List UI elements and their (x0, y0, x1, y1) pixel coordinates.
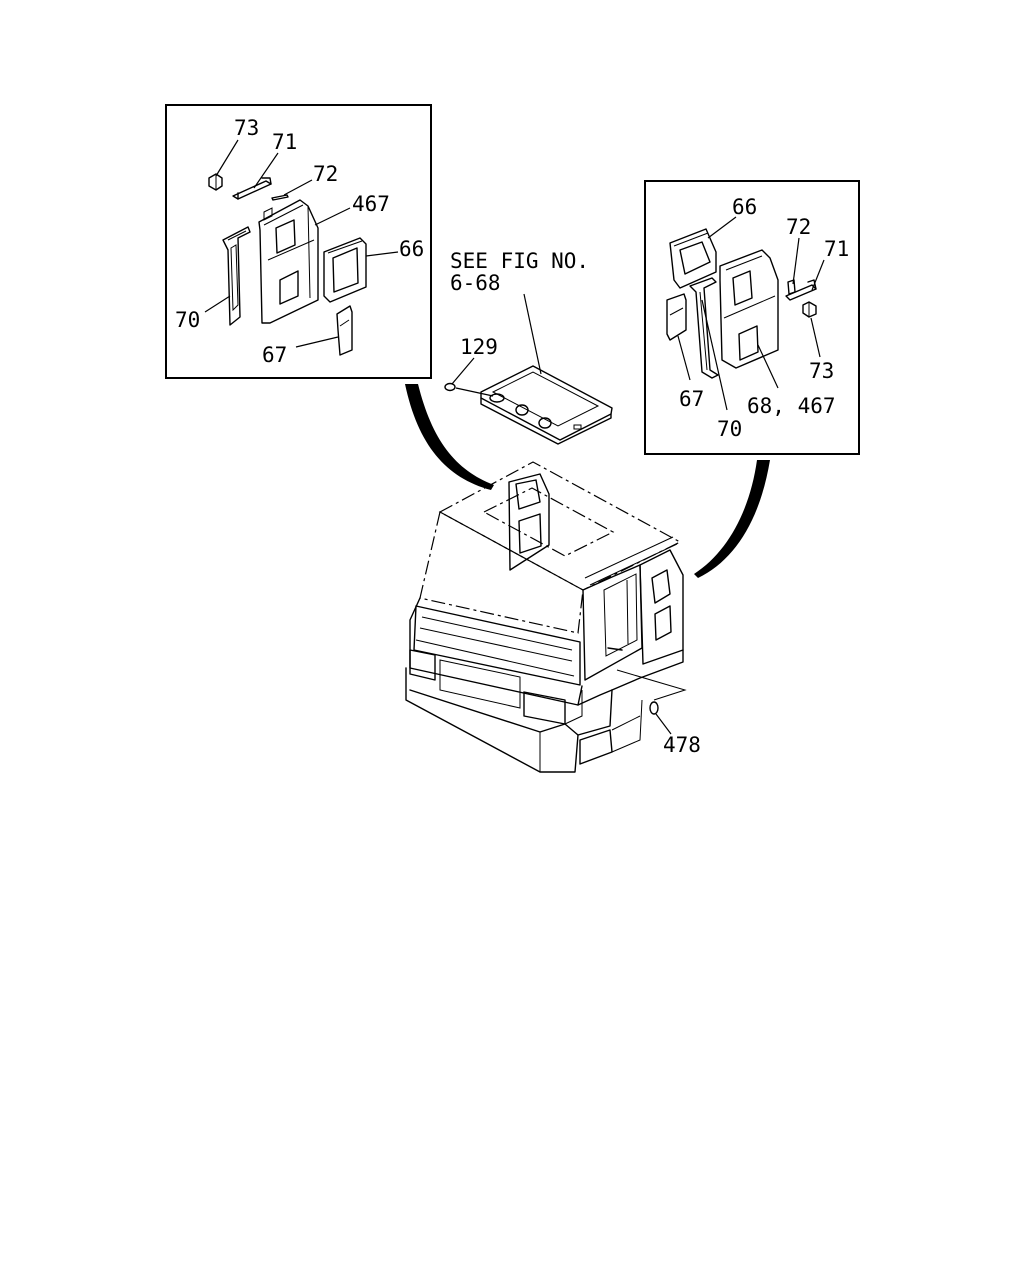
part-129: 129 (444, 335, 498, 397)
label-66-right: 66 (732, 195, 757, 219)
panel-67-left (336, 305, 353, 356)
roof-inner-panel (480, 365, 613, 445)
rear-side-panel (639, 549, 684, 665)
connector-arc-left (405, 384, 494, 490)
bolt-73-left (208, 173, 223, 191)
label-71-right: 71 (824, 237, 849, 261)
front-face (409, 597, 583, 706)
connector-arc-right (694, 460, 770, 578)
part-478: 478 (616, 669, 701, 757)
label-67-left: 67 (262, 343, 287, 367)
panel-66-right (669, 228, 717, 289)
panel-67-right (666, 293, 687, 341)
label-70-right: 70 (717, 417, 742, 441)
label-73-left: 73 (234, 116, 259, 140)
clip-72-left (271, 194, 289, 201)
label-68-467-right: 68, 467 (747, 394, 836, 418)
see-fig-text-line1: SEE FIG NO. (450, 249, 589, 273)
label-129: 129 (460, 335, 498, 359)
grommet-129 (444, 382, 456, 392)
step-panel (579, 729, 613, 765)
side-lower-body (577, 649, 684, 706)
panel-68-467-right (719, 249, 779, 369)
label-66-left: 66 (399, 237, 424, 261)
see-fig-text-line2: 6-68 (450, 271, 501, 295)
right-detail-frame (644, 180, 860, 455)
truck-cab (405, 461, 684, 773)
see-fig-callout: SEE FIG NO. 6-68 (450, 249, 589, 375)
label-71-left: 71 (272, 130, 297, 154)
plug-478 (649, 701, 659, 715)
left-leaders (204, 139, 399, 348)
door-window (582, 564, 643, 681)
label-72-left: 72 (313, 162, 338, 186)
right-leaders (677, 216, 825, 411)
left-detail-frame (165, 104, 432, 379)
bolt-73-right (802, 301, 817, 318)
panel-70-left (222, 226, 251, 326)
cab-roof (438, 461, 682, 591)
label-70-left: 70 (175, 308, 200, 332)
label-478: 478 (663, 733, 701, 757)
bracket-71-right (785, 279, 817, 301)
label-467-left: 467 (352, 192, 390, 216)
rear-pillar (508, 473, 550, 571)
bracket-71-left (232, 177, 272, 200)
roof-opening (482, 487, 615, 557)
front-bumper (405, 667, 579, 773)
label-73-right: 73 (809, 359, 834, 383)
panel-66-left (323, 237, 367, 303)
label-67-right: 67 (679, 387, 704, 411)
left-detail-box: 73 71 72 467 66 70 67 (165, 104, 432, 379)
windshield (419, 511, 584, 634)
panel-467-left (258, 199, 319, 324)
panel-70-right (689, 277, 719, 379)
right-detail-box: 66 72 71 73 67 70 68, 467 (644, 180, 860, 455)
label-72-right: 72 (786, 215, 811, 239)
grille-upper (413, 605, 581, 686)
